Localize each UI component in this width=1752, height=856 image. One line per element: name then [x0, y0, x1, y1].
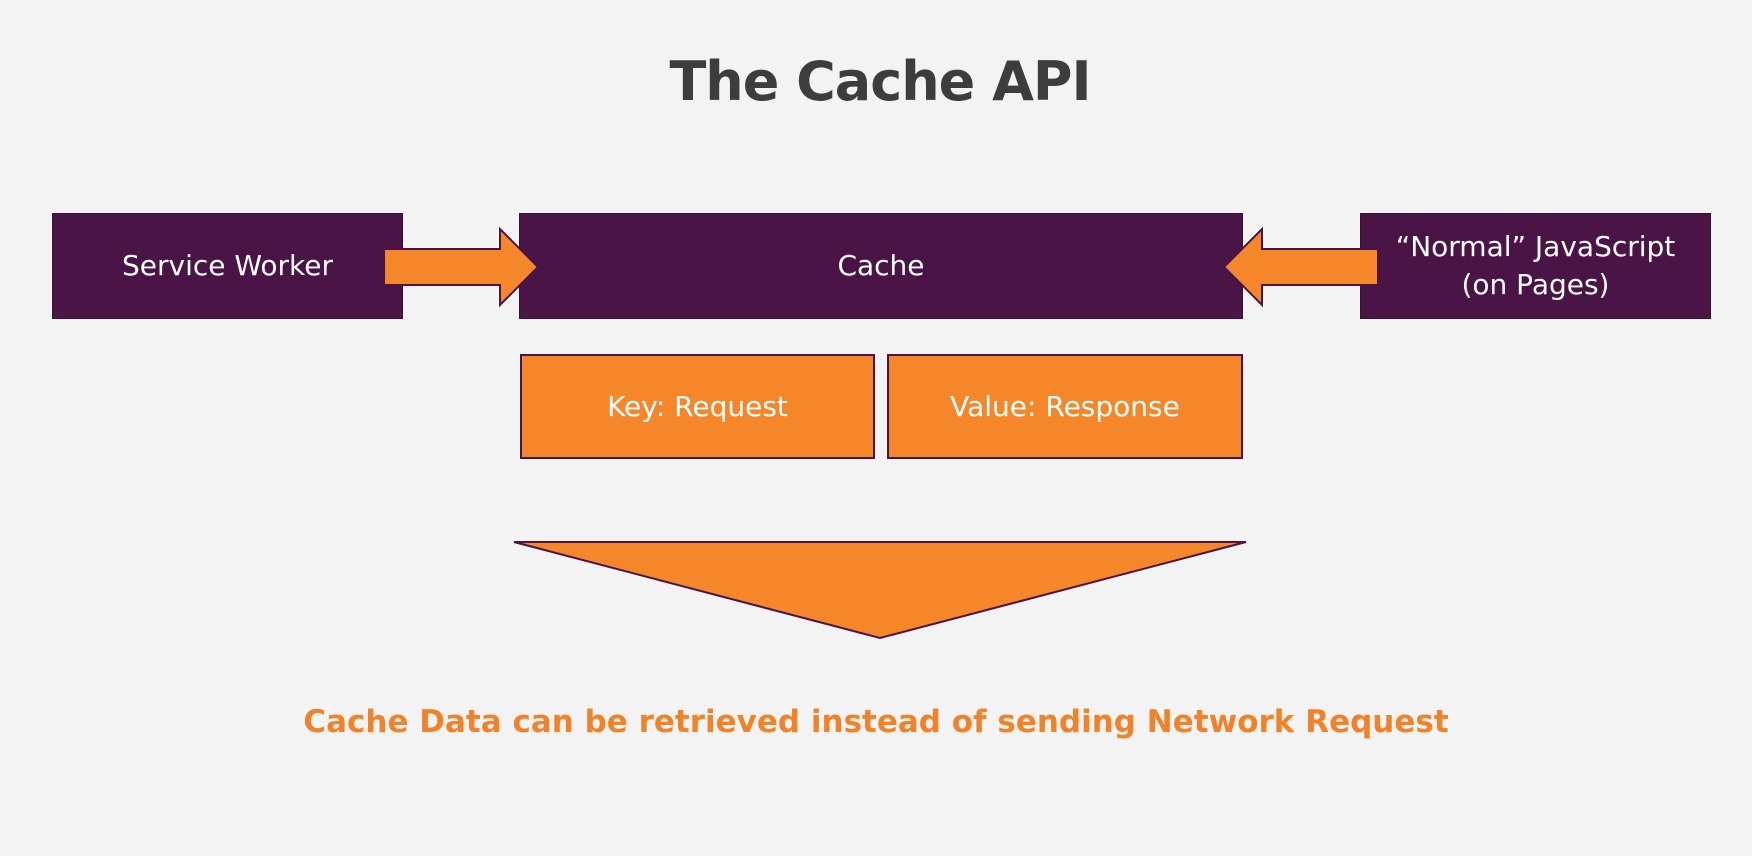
normal-javascript-label-line2: (on Pages) [1461, 268, 1610, 301]
service-worker-box: Service Worker [52, 213, 403, 319]
arrow-right-icon [383, 226, 540, 308]
cache-label: Cache [837, 249, 925, 283]
caption-text: Cache Data can be retrieved instead of s… [303, 704, 1449, 740]
key-request-box: Key: Request [520, 354, 875, 459]
cache-box: Cache [519, 213, 1243, 319]
key-request-label: Key: Request [607, 389, 788, 423]
value-response-label: Value: Response [950, 389, 1180, 423]
triangle-down-icon [513, 541, 1247, 640]
value-response-box: Value: Response [887, 354, 1243, 459]
slide-title: The Cache API [669, 50, 1091, 113]
normal-javascript-box: “Normal” JavaScript (on Pages) [1360, 213, 1711, 319]
normal-javascript-label: “Normal” JavaScript (on Pages) [1396, 228, 1676, 304]
arrow-left-icon [1222, 226, 1379, 308]
service-worker-label: Service Worker [121, 249, 334, 283]
normal-javascript-label-line1: “Normal” JavaScript [1395, 230, 1676, 264]
